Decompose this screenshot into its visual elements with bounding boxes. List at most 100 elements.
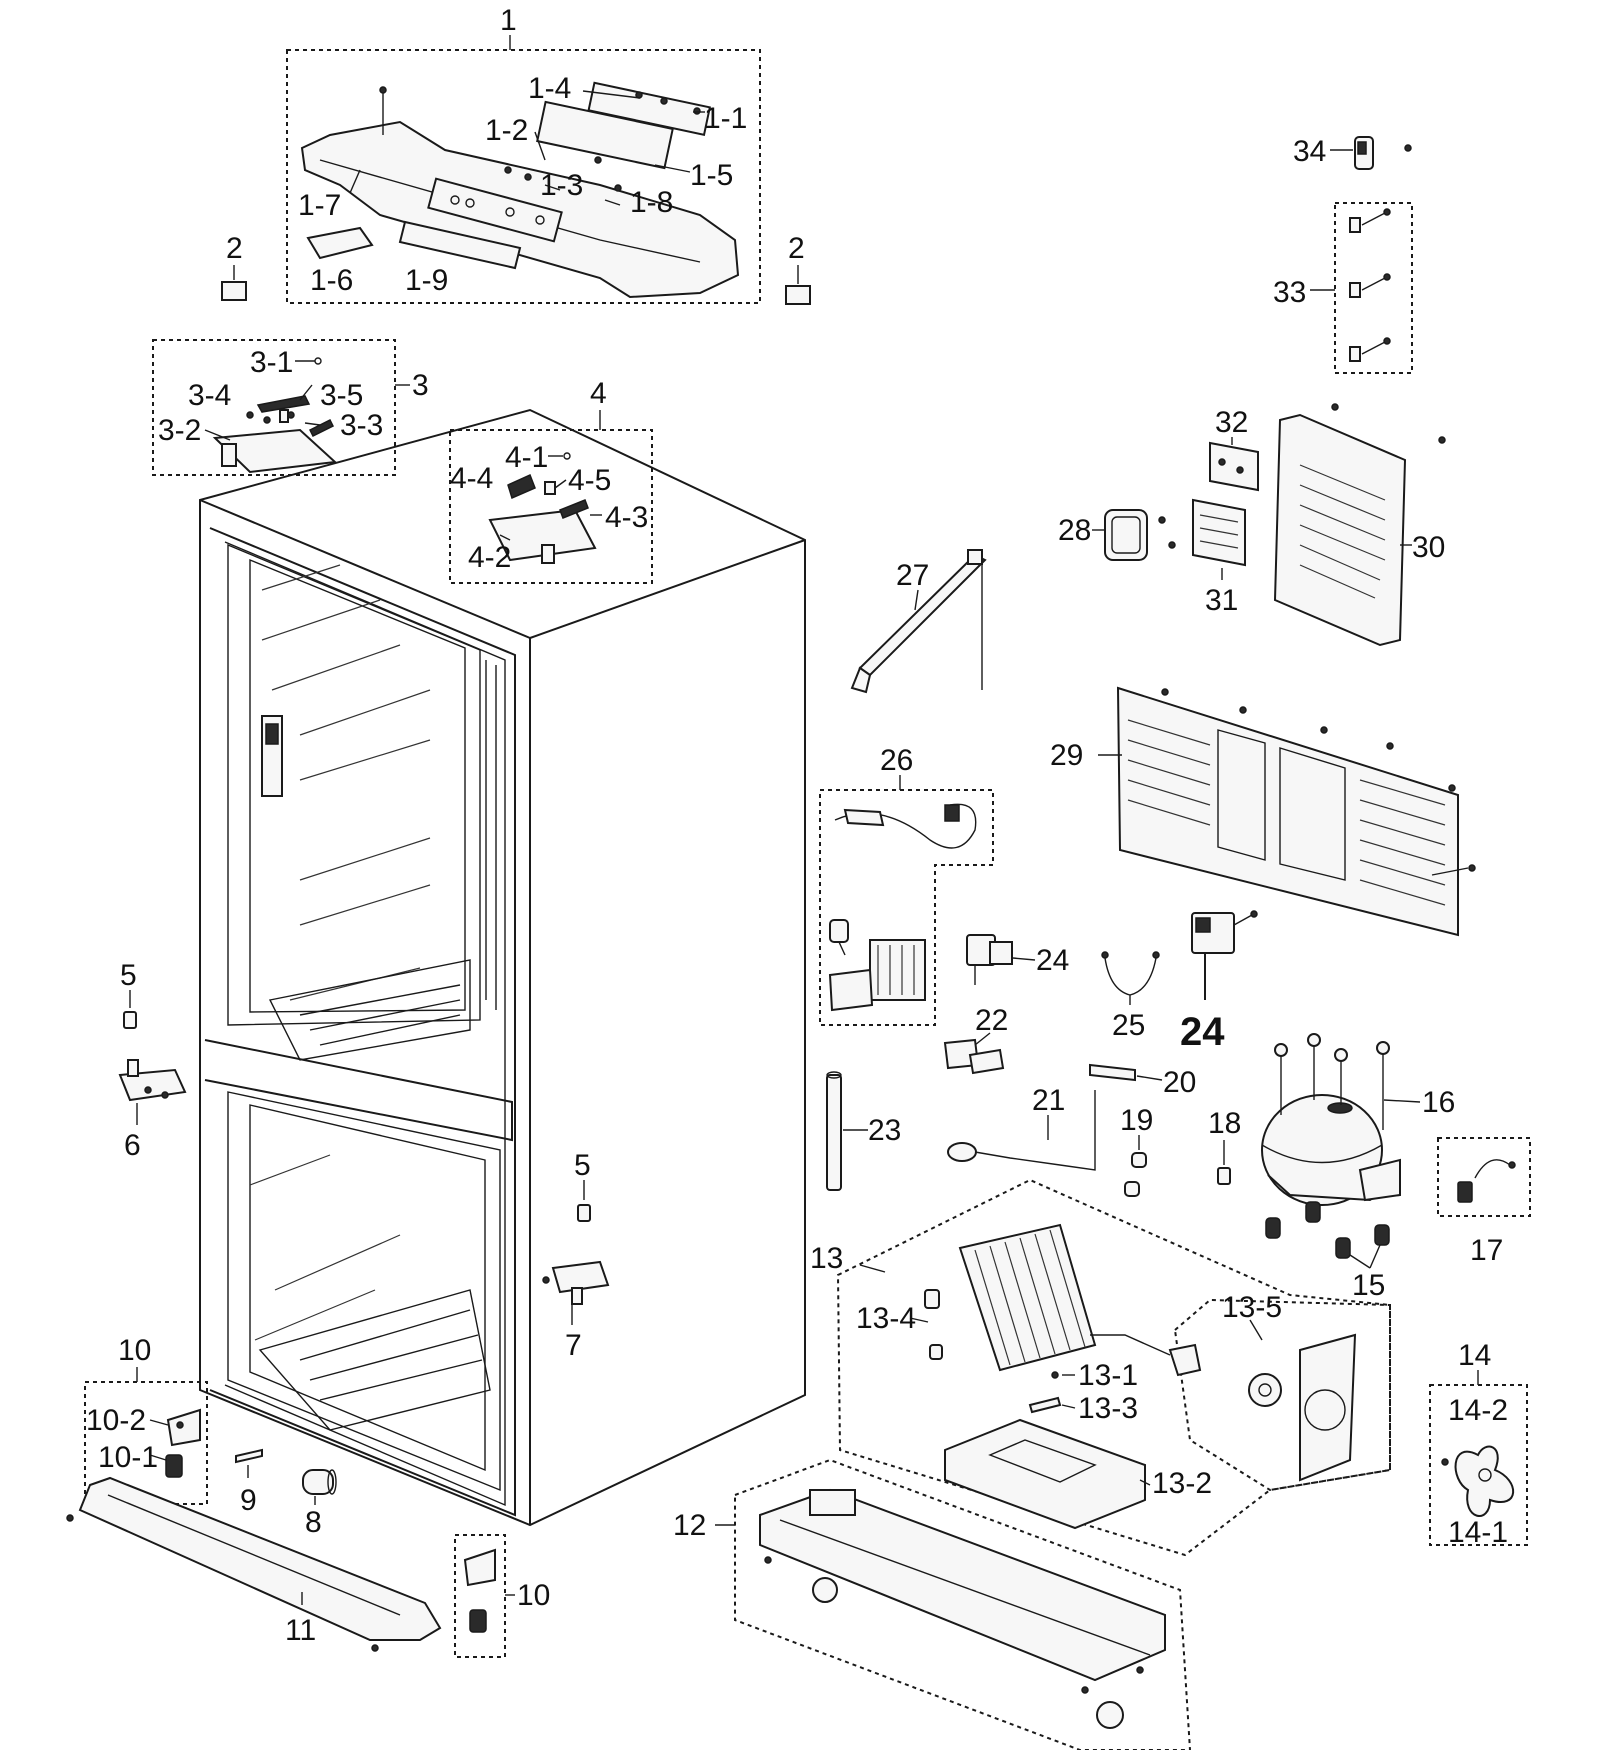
part-group-13: 13 13-4 13-1 13-3 13-2 (810, 1178, 1391, 1557)
part-28-gasket: 28 (1058, 509, 1176, 561)
label-12: 12 (673, 1509, 706, 1542)
label-1-2: 1-2 (485, 114, 528, 147)
label-1-6: 1-6 (310, 264, 353, 297)
label-3-2: 3-2 (158, 414, 201, 447)
label-3-1: 3-1 (250, 346, 293, 379)
part-34: 34 (1293, 135, 1412, 170)
part-30-cover: 30 (1273, 403, 1446, 647)
label-32: 32 (1215, 406, 1248, 439)
label-30: 30 (1412, 531, 1445, 564)
label-13-4: 13-4 (856, 1302, 916, 1335)
label-29: 29 (1050, 739, 1083, 772)
part-24-valve-b: 24 (1180, 910, 1258, 1054)
label-13-1: 13-1 (1078, 1359, 1138, 1392)
label-3-5: 3-5 (320, 379, 363, 412)
label-18: 18 (1208, 1107, 1241, 1140)
label-17: 17 (1470, 1234, 1503, 1267)
label-7: 7 (565, 1329, 582, 1362)
label-25: 25 (1112, 1009, 1145, 1042)
label-13-5: 13-5 (1222, 1291, 1282, 1324)
label-14-2: 14-2 (1448, 1394, 1508, 1427)
label-2-left: 2 (226, 232, 243, 265)
part-19: 19 (1120, 1104, 1153, 1197)
label-4-3: 4-3 (605, 501, 648, 534)
part-2-caps: 2 2 (221, 232, 811, 305)
part-18: 18 (1208, 1107, 1241, 1185)
label-2-right: 2 (788, 232, 805, 265)
label-3: 3 (412, 369, 429, 402)
part-15-grommets: 15 (1265, 1201, 1390, 1302)
label-1-9: 1-9 (405, 264, 448, 297)
part-25-hose: 25 (1101, 951, 1160, 1042)
label-10-left: 10 (118, 1334, 151, 1367)
part-29-back-panel: 29 (1050, 686, 1476, 937)
part-group-10-left: 10 10-2 10-1 (84, 1334, 208, 1505)
part-23-filter: 23 (826, 1071, 901, 1191)
label-1-8: 1-8 (630, 186, 673, 219)
label-21: 21 (1032, 1084, 1065, 1117)
part-group-26: 26 (819, 744, 994, 1026)
label-4-5: 4-5 (568, 464, 611, 497)
part-20: 20 (1089, 1063, 1196, 1099)
label-8: 8 (305, 1506, 322, 1539)
label-16: 16 (1422, 1086, 1455, 1119)
part-27-tube: 27 (850, 549, 987, 694)
label-33: 33 (1273, 276, 1306, 309)
label-4-2: 4-2 (468, 541, 511, 574)
part-group-4: 4 4-1 4-4 4-5 4-3 4-2 (449, 377, 653, 584)
part-group-12: 12 (673, 1458, 1192, 1750)
part-21-wire-harness: 21 (947, 1084, 1096, 1171)
part-24-valve-a: 24 (966, 934, 1069, 985)
label-3-3: 3-3 (340, 409, 383, 442)
part-group-17: 17 (1437, 1137, 1531, 1267)
label-4-1: 4-1 (505, 441, 548, 474)
label-10-1: 10-1 (98, 1441, 158, 1474)
part-22: 22 (943, 1004, 1008, 1075)
label-14-1: 14-1 (1448, 1516, 1508, 1549)
label-34: 34 (1293, 135, 1326, 168)
label-9: 9 (240, 1484, 257, 1517)
label-13-2: 13-2 (1152, 1467, 1212, 1500)
label-1-4: 1-4 (528, 72, 571, 105)
label-26: 26 (880, 744, 913, 777)
label-10-right: 10 (517, 1579, 550, 1612)
label-5-left: 5 (120, 959, 137, 992)
label-1-7: 1-7 (298, 189, 341, 222)
label-5-right: 5 (574, 1149, 591, 1182)
label-6: 6 (124, 1129, 141, 1162)
label-13-3: 13-3 (1078, 1392, 1138, 1425)
label-28: 28 (1058, 514, 1091, 547)
part-7-hinge-bracket: 7 (542, 1260, 610, 1362)
label-1: 1 (500, 4, 517, 37)
label-22: 22 (975, 1004, 1008, 1037)
part-group-14: 14 14-2 14-1 (1429, 1339, 1528, 1549)
label-1-5: 1-5 (690, 159, 733, 192)
label-20: 20 (1163, 1066, 1196, 1099)
label-3-4: 3-4 (188, 379, 231, 412)
part-32-board: 32 (1209, 406, 1259, 492)
part-group-1: 1 1-4 1-1 1-2 1-5 1-3 1-7 1-8 1-6 (286, 4, 761, 304)
part-8-roller: 8 (302, 1469, 337, 1539)
part-11-base-grille: 11 (66, 1476, 442, 1652)
label-15: 15 (1352, 1269, 1385, 1302)
label-4: 4 (590, 377, 607, 410)
refrigerator-cabinet (199, 408, 806, 1527)
label-31: 31 (1205, 584, 1238, 617)
label-27: 27 (896, 559, 929, 592)
label-23: 23 (868, 1114, 901, 1147)
part-31-board: 31 (1192, 498, 1246, 617)
part-group-3: 3 3-1 3-4 3-5 3-3 3-2 (152, 339, 429, 476)
label-10-2: 10-2 (86, 1404, 146, 1437)
label-4-4: 4-4 (450, 462, 493, 495)
part-group-10-right: 10 (454, 1534, 550, 1658)
label-19: 19 (1120, 1104, 1153, 1137)
label-24-a: 24 (1036, 944, 1069, 977)
label-24-b: 24 (1180, 1010, 1225, 1054)
label-1-3: 1-3 (540, 169, 583, 202)
part-6-hinge-bracket: 6 (118, 1059, 187, 1162)
part-9-pin: 9 (235, 1448, 263, 1517)
label-11: 11 (285, 1614, 316, 1647)
part-16-compressor: 16 (1261, 1033, 1455, 1206)
label-13: 13 (810, 1242, 843, 1275)
